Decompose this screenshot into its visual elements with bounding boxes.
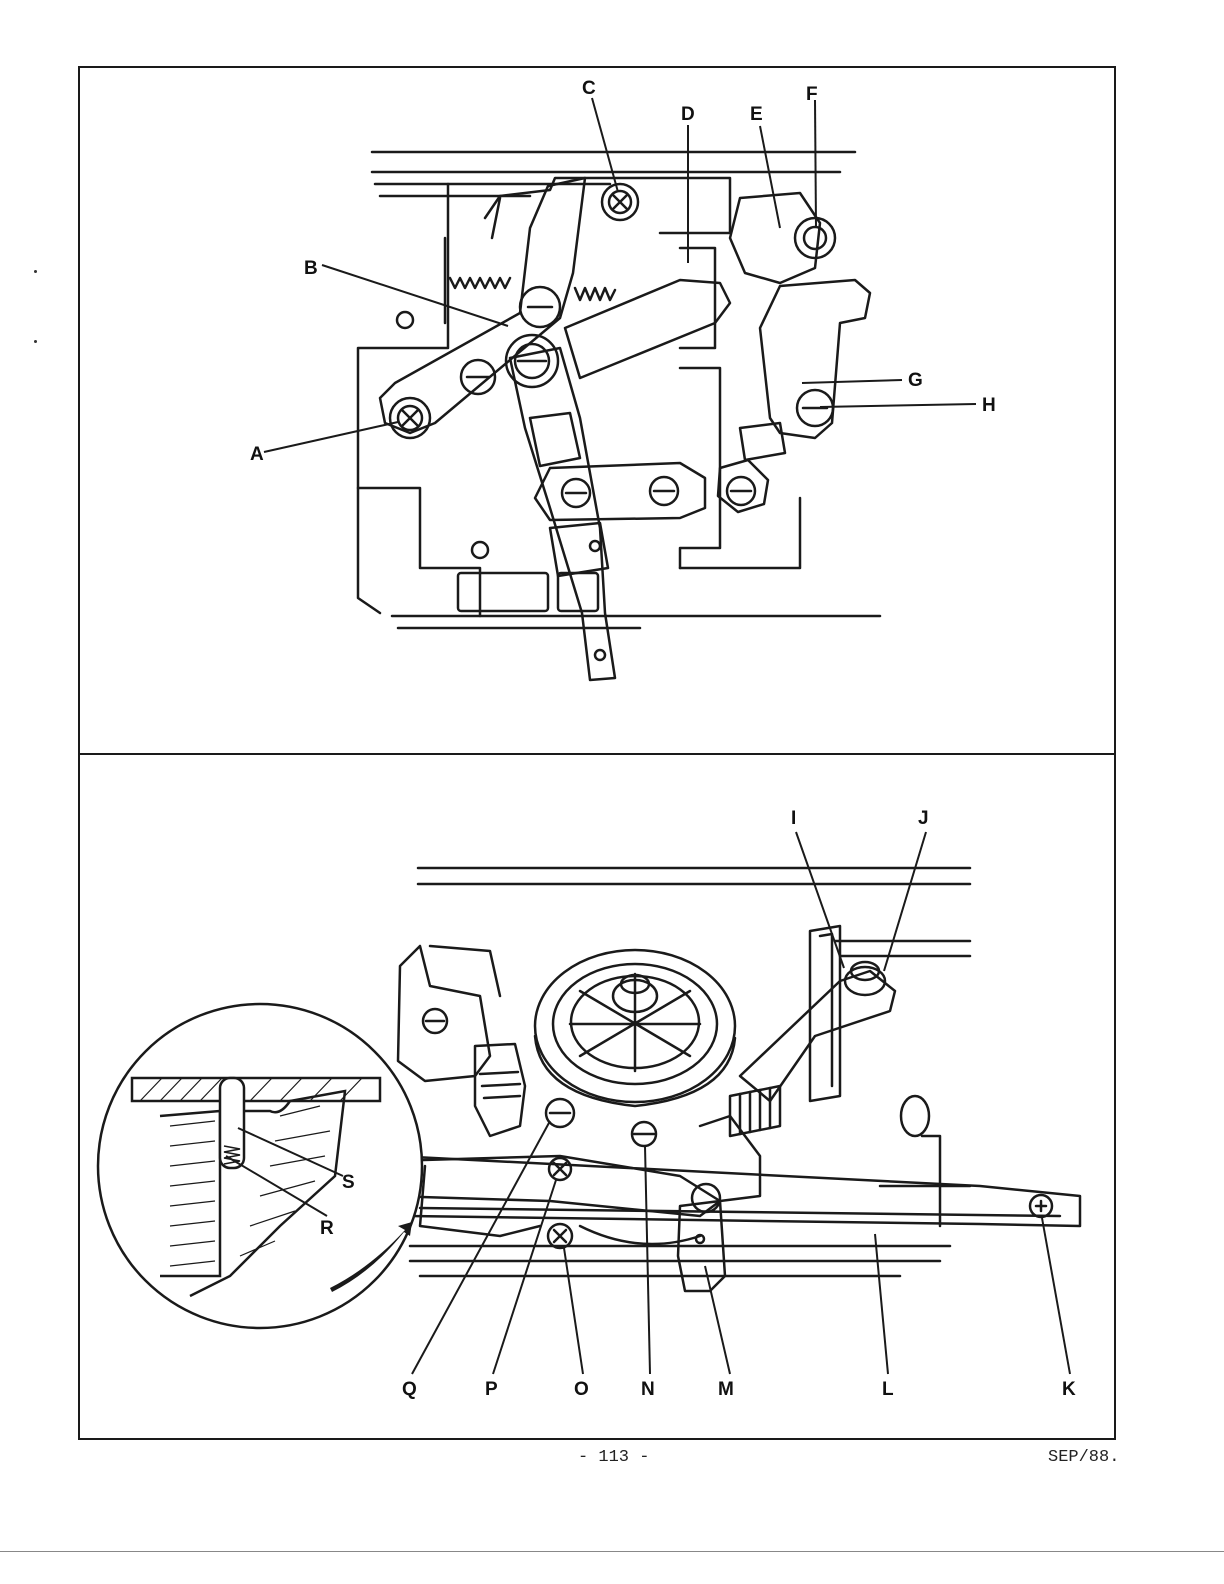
callout-Q: Q	[402, 1379, 417, 1400]
page-bottom-rule	[0, 1551, 1224, 1552]
callout-R: R	[320, 1218, 334, 1239]
bottom-mechanism-linework	[388, 866, 1082, 1293]
callout-I: I	[791, 808, 796, 829]
callout-L: L	[882, 1379, 894, 1400]
figure-divider	[78, 753, 1116, 755]
top-mechanism-illustration: C D E F B G H A	[250, 78, 996, 682]
callout-A: A	[250, 444, 264, 465]
page-number: - 113 -	[578, 1448, 650, 1467]
top-leader-lines	[263, 97, 977, 453]
callout-C: C	[582, 78, 596, 99]
callout-J: J	[918, 808, 929, 829]
callout-S: S	[342, 1172, 355, 1193]
bottom-leader-lines	[225, 831, 1071, 1375]
inset-detail-circle	[96, 1002, 424, 1330]
inset-pointer-arrow	[330, 1222, 412, 1292]
bottom-mechanism-illustration: I J K L M N O P Q S R	[96, 808, 1082, 1400]
callout-E: E	[750, 104, 763, 125]
scan-speck	[34, 340, 37, 343]
callout-D: D	[681, 104, 695, 125]
callout-M: M	[718, 1379, 734, 1400]
scan-speck	[34, 270, 37, 273]
revision-date: SEP/88.	[1048, 1448, 1120, 1467]
top-mechanism-linework	[356, 150, 882, 682]
callout-B: B	[304, 258, 318, 279]
callout-N: N	[641, 1379, 655, 1400]
callout-P: P	[485, 1379, 498, 1400]
callout-K: K	[1062, 1379, 1076, 1400]
callout-H: H	[982, 395, 996, 416]
callout-G: G	[908, 370, 923, 391]
callout-O: O	[574, 1379, 589, 1400]
callout-F: F	[806, 84, 818, 105]
